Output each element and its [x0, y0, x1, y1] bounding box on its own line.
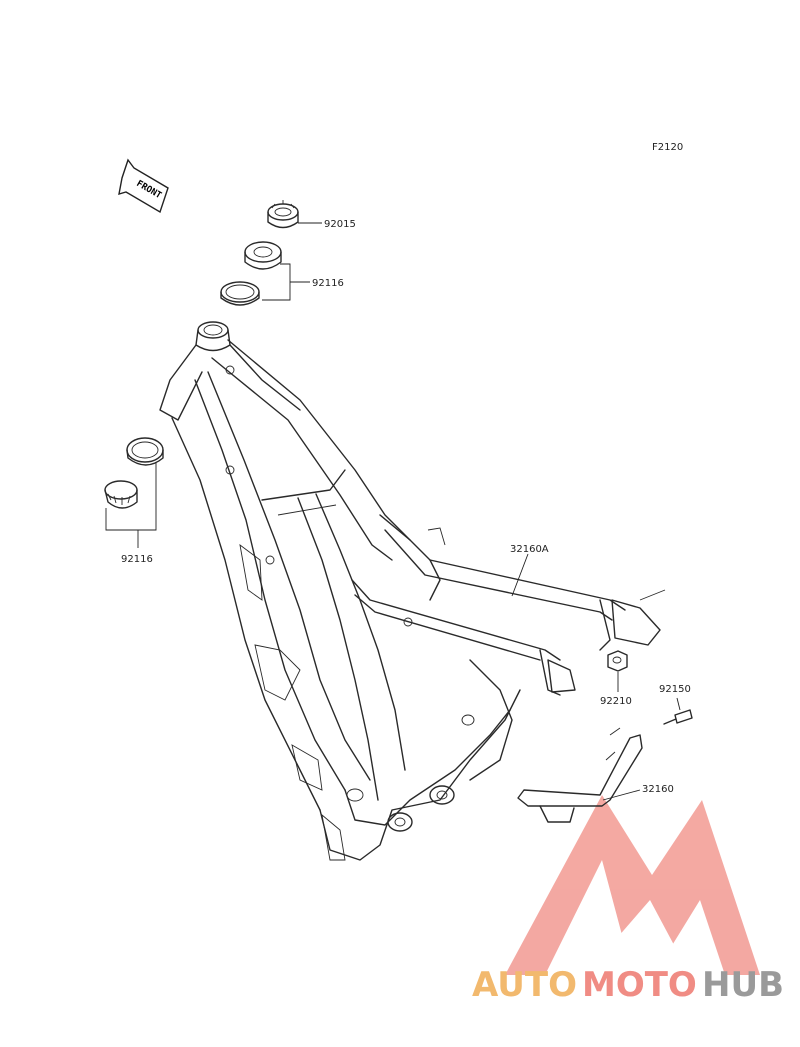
watermark-text: AUTO MOTO HUB: [472, 965, 784, 1005]
upper-bearing-icon: [244, 241, 282, 270]
front-arrow-icon: FRONT: [118, 158, 169, 214]
callout-32160A: 32160A: [510, 544, 549, 555]
upper-race-icon: [220, 281, 260, 306]
bolt-icon: [663, 709, 693, 725]
brace-icon: [517, 727, 643, 823]
figure-code: F2120: [652, 142, 683, 153]
lower-race-icon: [126, 437, 164, 466]
callout-32160: 32160: [642, 784, 674, 795]
callout-92210: 92210: [600, 696, 632, 707]
callout-92116-bottom: 92116: [121, 554, 153, 565]
callout-92150: 92150: [659, 684, 691, 695]
stem-nut-icon: [267, 200, 299, 229]
frame-icon: [159, 321, 521, 861]
watermark-part1: AUTO: [472, 965, 577, 1005]
rear-subframe-icon: [351, 514, 666, 696]
callout-92116-top: 92116: [312, 278, 344, 289]
nut-icon: [607, 650, 628, 672]
watermark-part2: MOTO: [582, 965, 697, 1005]
watermark-logo: [505, 795, 760, 975]
callout-92015: 92015: [324, 219, 356, 230]
lower-bearing-icon: [104, 480, 138, 509]
watermark-part3: HUB: [702, 965, 784, 1005]
